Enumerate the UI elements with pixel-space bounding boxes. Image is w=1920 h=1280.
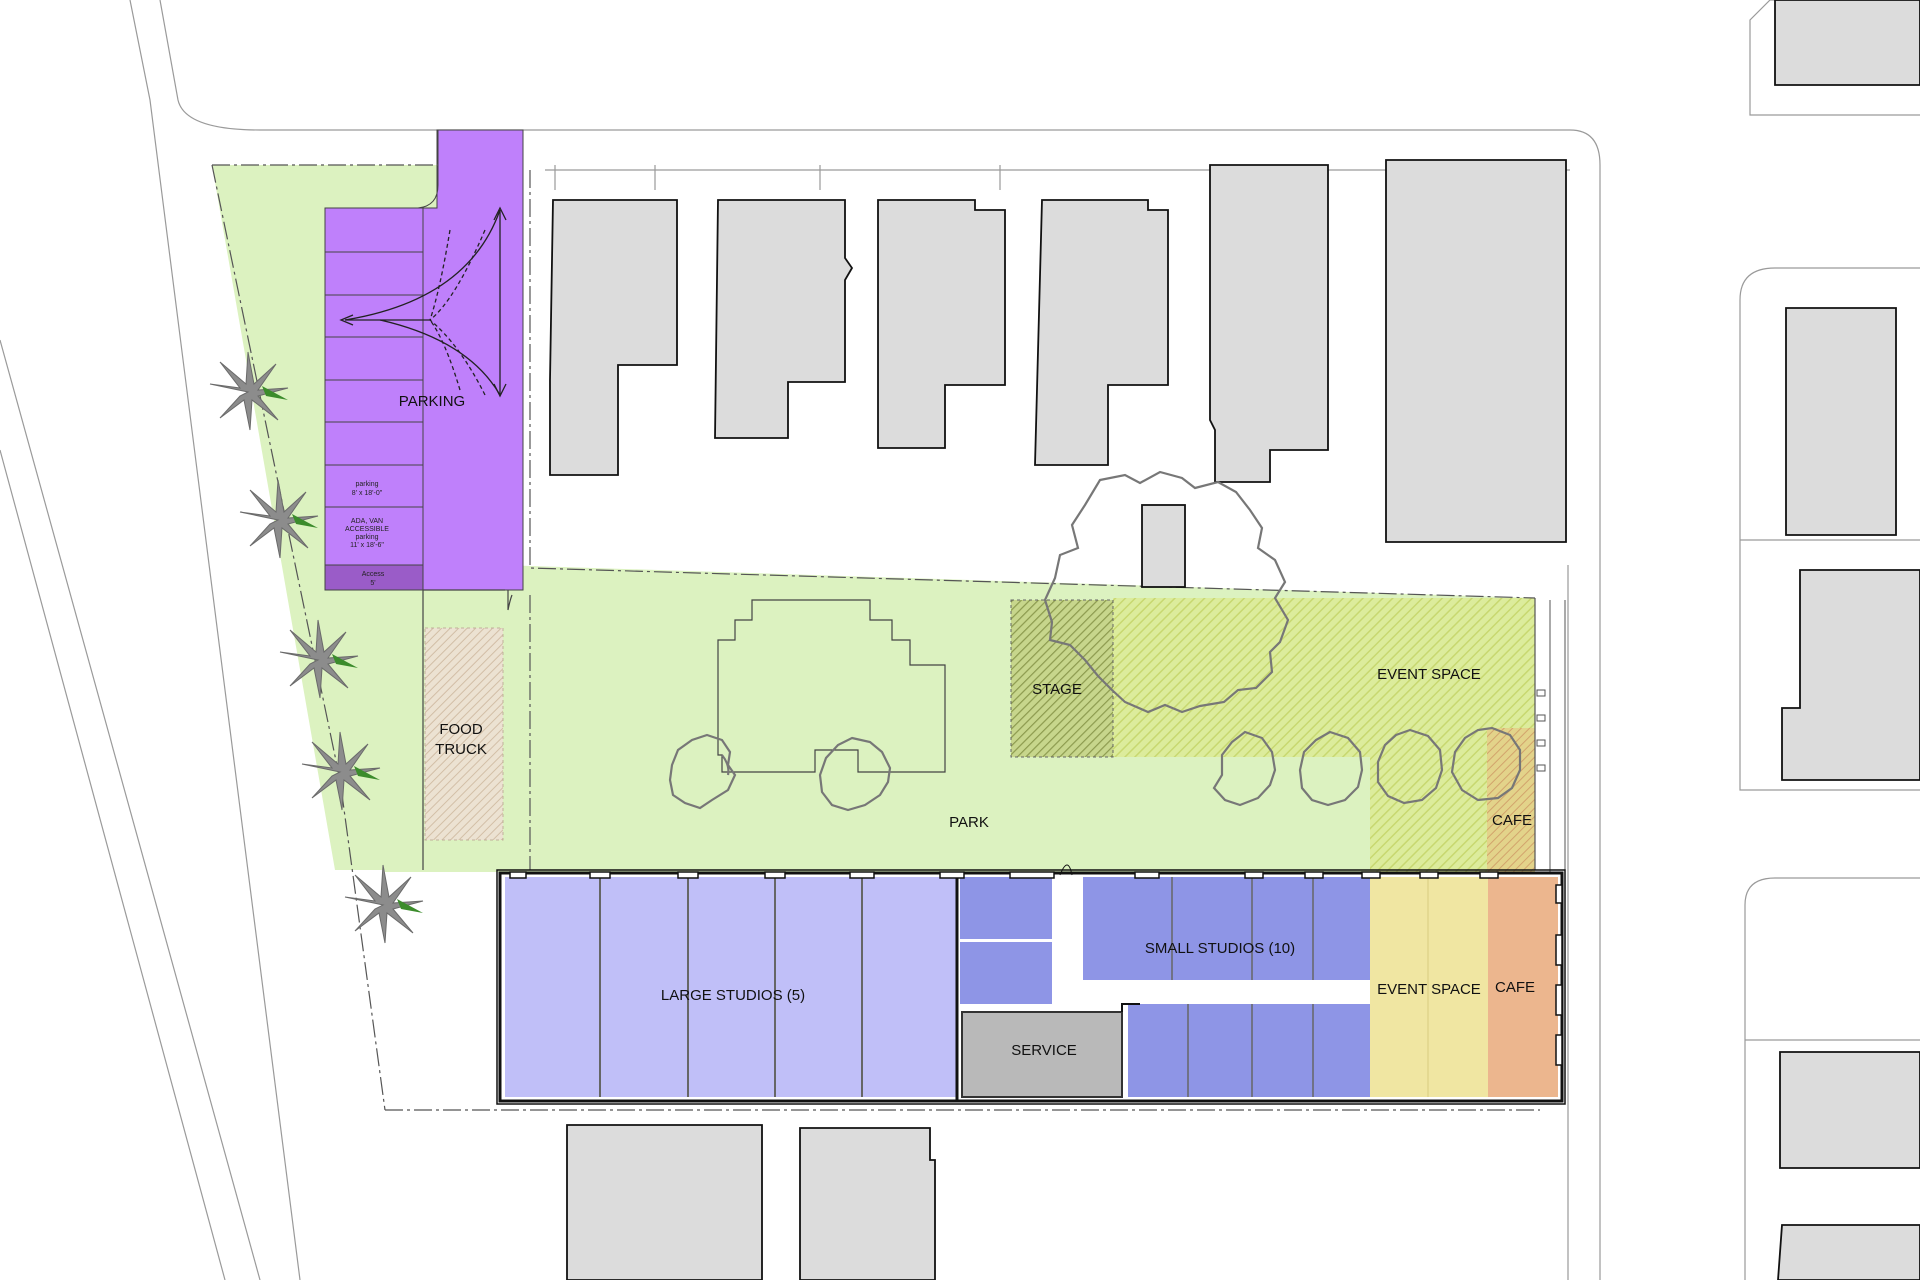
parking-stall-label: parking	[356, 481, 379, 488]
event-space-indoor-area	[1370, 877, 1488, 1097]
neighbour-building	[1781, 569, 1920, 781]
neighbour-building	[1774, 0, 1920, 86]
palm-tree	[209, 351, 289, 431]
food-truck-area	[424, 627, 504, 841]
food-truck-label-line1: FOOD	[439, 721, 482, 738]
small-studios-lower	[1128, 1004, 1370, 1097]
main-building	[496, 864, 1566, 1105]
neighbour-building	[1785, 307, 1897, 536]
stage-label: STAGE	[1032, 681, 1082, 698]
park-strip-left	[212, 165, 422, 872]
park-outlines	[422, 589, 1566, 872]
ada-label-line3: parking	[356, 534, 379, 541]
access-width: 5'	[370, 580, 375, 587]
parking-stall-size: 8' x 18'-0"	[352, 490, 383, 497]
small-studios-area	[1083, 877, 1370, 980]
small-studio-unit	[960, 942, 1052, 1004]
neighbour-building	[549, 199, 678, 476]
tree-canopy	[1298, 730, 1364, 807]
neighbour-building	[1034, 199, 1169, 466]
large-studios-label: LARGE STUDIOS (5)	[661, 987, 805, 1004]
park-label: PARK	[949, 814, 989, 831]
cafe-outdoor-label: CAFE	[1492, 812, 1532, 829]
neighbour-building	[799, 1127, 936, 1280]
neighbour-buildings	[549, 0, 1920, 1280]
neighbour-building	[1209, 164, 1329, 483]
small-studios-label: SMALL STUDIOS (10)	[1145, 940, 1295, 957]
tree-canopy	[1450, 726, 1522, 802]
neighbour-building	[1141, 504, 1186, 588]
tree-canopy	[1376, 728, 1444, 805]
tree-canopy	[1212, 730, 1277, 807]
neighbour-building	[566, 1124, 763, 1280]
neighbour-building	[877, 199, 1006, 449]
neighbour-building	[714, 199, 854, 439]
ada-label-line4: 11' x 18'-6"	[350, 542, 384, 549]
tree-canopy	[668, 733, 737, 810]
ada-label-line2: ACCESSIBLE	[345, 526, 389, 533]
event-space-indoor-label: EVENT SPACE	[1377, 981, 1481, 998]
drive-aisle-arrows	[339, 206, 507, 398]
cafe-outdoor-hatch	[1487, 728, 1535, 872]
palm-trees	[209, 351, 424, 944]
palm-tree	[301, 731, 381, 811]
event-space-outdoor-label: EVENT SPACE	[1377, 666, 1481, 683]
service-area	[961, 1011, 1123, 1098]
cafe-indoor-label: CAFE	[1495, 979, 1535, 996]
large-tree-canopy	[1043, 470, 1290, 714]
food-truck-label-line2: TRUCK	[435, 741, 487, 758]
neighbour-building	[1779, 1051, 1920, 1169]
small-studio-unit	[960, 877, 1052, 939]
stage-area	[1010, 599, 1114, 758]
service-label: SERVICE	[1011, 1042, 1077, 1059]
neighbour-building	[1385, 159, 1567, 543]
labels: PARKING parking 8' x 18'-0" ADA, VAN ACC…	[345, 393, 1535, 1059]
former-building-outline	[717, 599, 946, 773]
access-label: Access	[362, 571, 385, 578]
large-studios-area	[505, 877, 957, 1097]
cafe-indoor-area	[1488, 877, 1558, 1097]
palm-tree	[279, 619, 359, 699]
parking-lot	[324, 129, 524, 591]
palm-tree	[344, 864, 424, 944]
palm-tree	[239, 479, 319, 559]
ada-label-line1: ADA, VAN	[351, 518, 383, 525]
neighbour-building	[1777, 1224, 1920, 1280]
tree-canopy	[818, 736, 892, 812]
property-lines	[211, 164, 1540, 1111]
parking-label: PARKING	[399, 393, 465, 410]
tree-canopies	[668, 470, 1522, 812]
